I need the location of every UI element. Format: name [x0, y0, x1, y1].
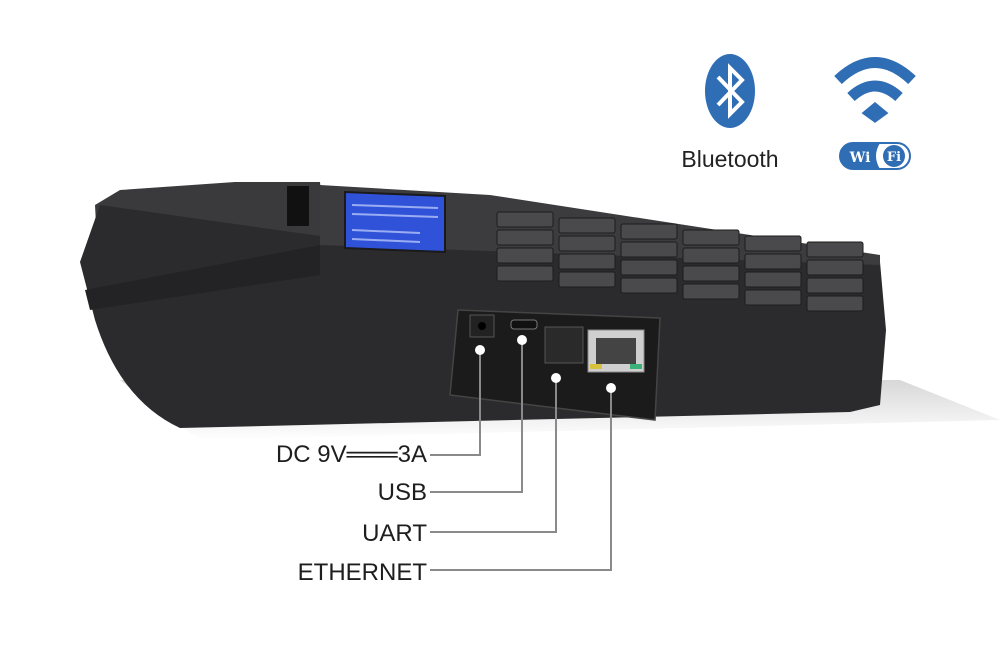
ethernet-dot [606, 383, 616, 393]
key [806, 295, 864, 312]
key [496, 247, 554, 264]
keypad [496, 211, 864, 312]
key [620, 259, 678, 276]
key [744, 289, 802, 306]
key [620, 223, 678, 240]
usb-port [510, 319, 538, 330]
key [620, 241, 678, 258]
key [806, 277, 864, 294]
key [558, 271, 616, 288]
wifi-icon [834, 57, 916, 123]
key [558, 235, 616, 252]
lcd-screen [344, 190, 446, 254]
key [682, 247, 740, 264]
bluetooth-label: Bluetooth [681, 146, 779, 172]
uart-label: UART [362, 520, 427, 547]
key [806, 241, 864, 258]
key [682, 229, 740, 246]
wifi-badge-left: Wi [849, 150, 871, 166]
usb-dot [517, 335, 527, 345]
key [496, 211, 554, 228]
ethernet-label: ETHERNET [297, 559, 427, 586]
wifi-badge-right: Fi [887, 150, 901, 165]
key [558, 217, 616, 234]
usb-label: USB [377, 479, 427, 506]
wifi-badge: Wi Fi [839, 142, 911, 170]
key [496, 265, 554, 282]
key [744, 235, 802, 252]
key [558, 253, 616, 270]
key [806, 259, 864, 276]
uart-dot [551, 373, 561, 383]
paper-slot [85, 245, 320, 310]
key [682, 265, 740, 282]
key [682, 283, 740, 300]
bluetooth-icon [705, 54, 755, 128]
uart-port [544, 326, 584, 364]
dc-power-label: DC 9V═══3A [275, 441, 427, 468]
key [620, 277, 678, 294]
callout-lines [430, 340, 612, 571]
key [744, 271, 802, 288]
paper-exit [287, 186, 309, 226]
dc-dot [475, 345, 485, 355]
key [744, 253, 802, 270]
key [496, 229, 554, 246]
